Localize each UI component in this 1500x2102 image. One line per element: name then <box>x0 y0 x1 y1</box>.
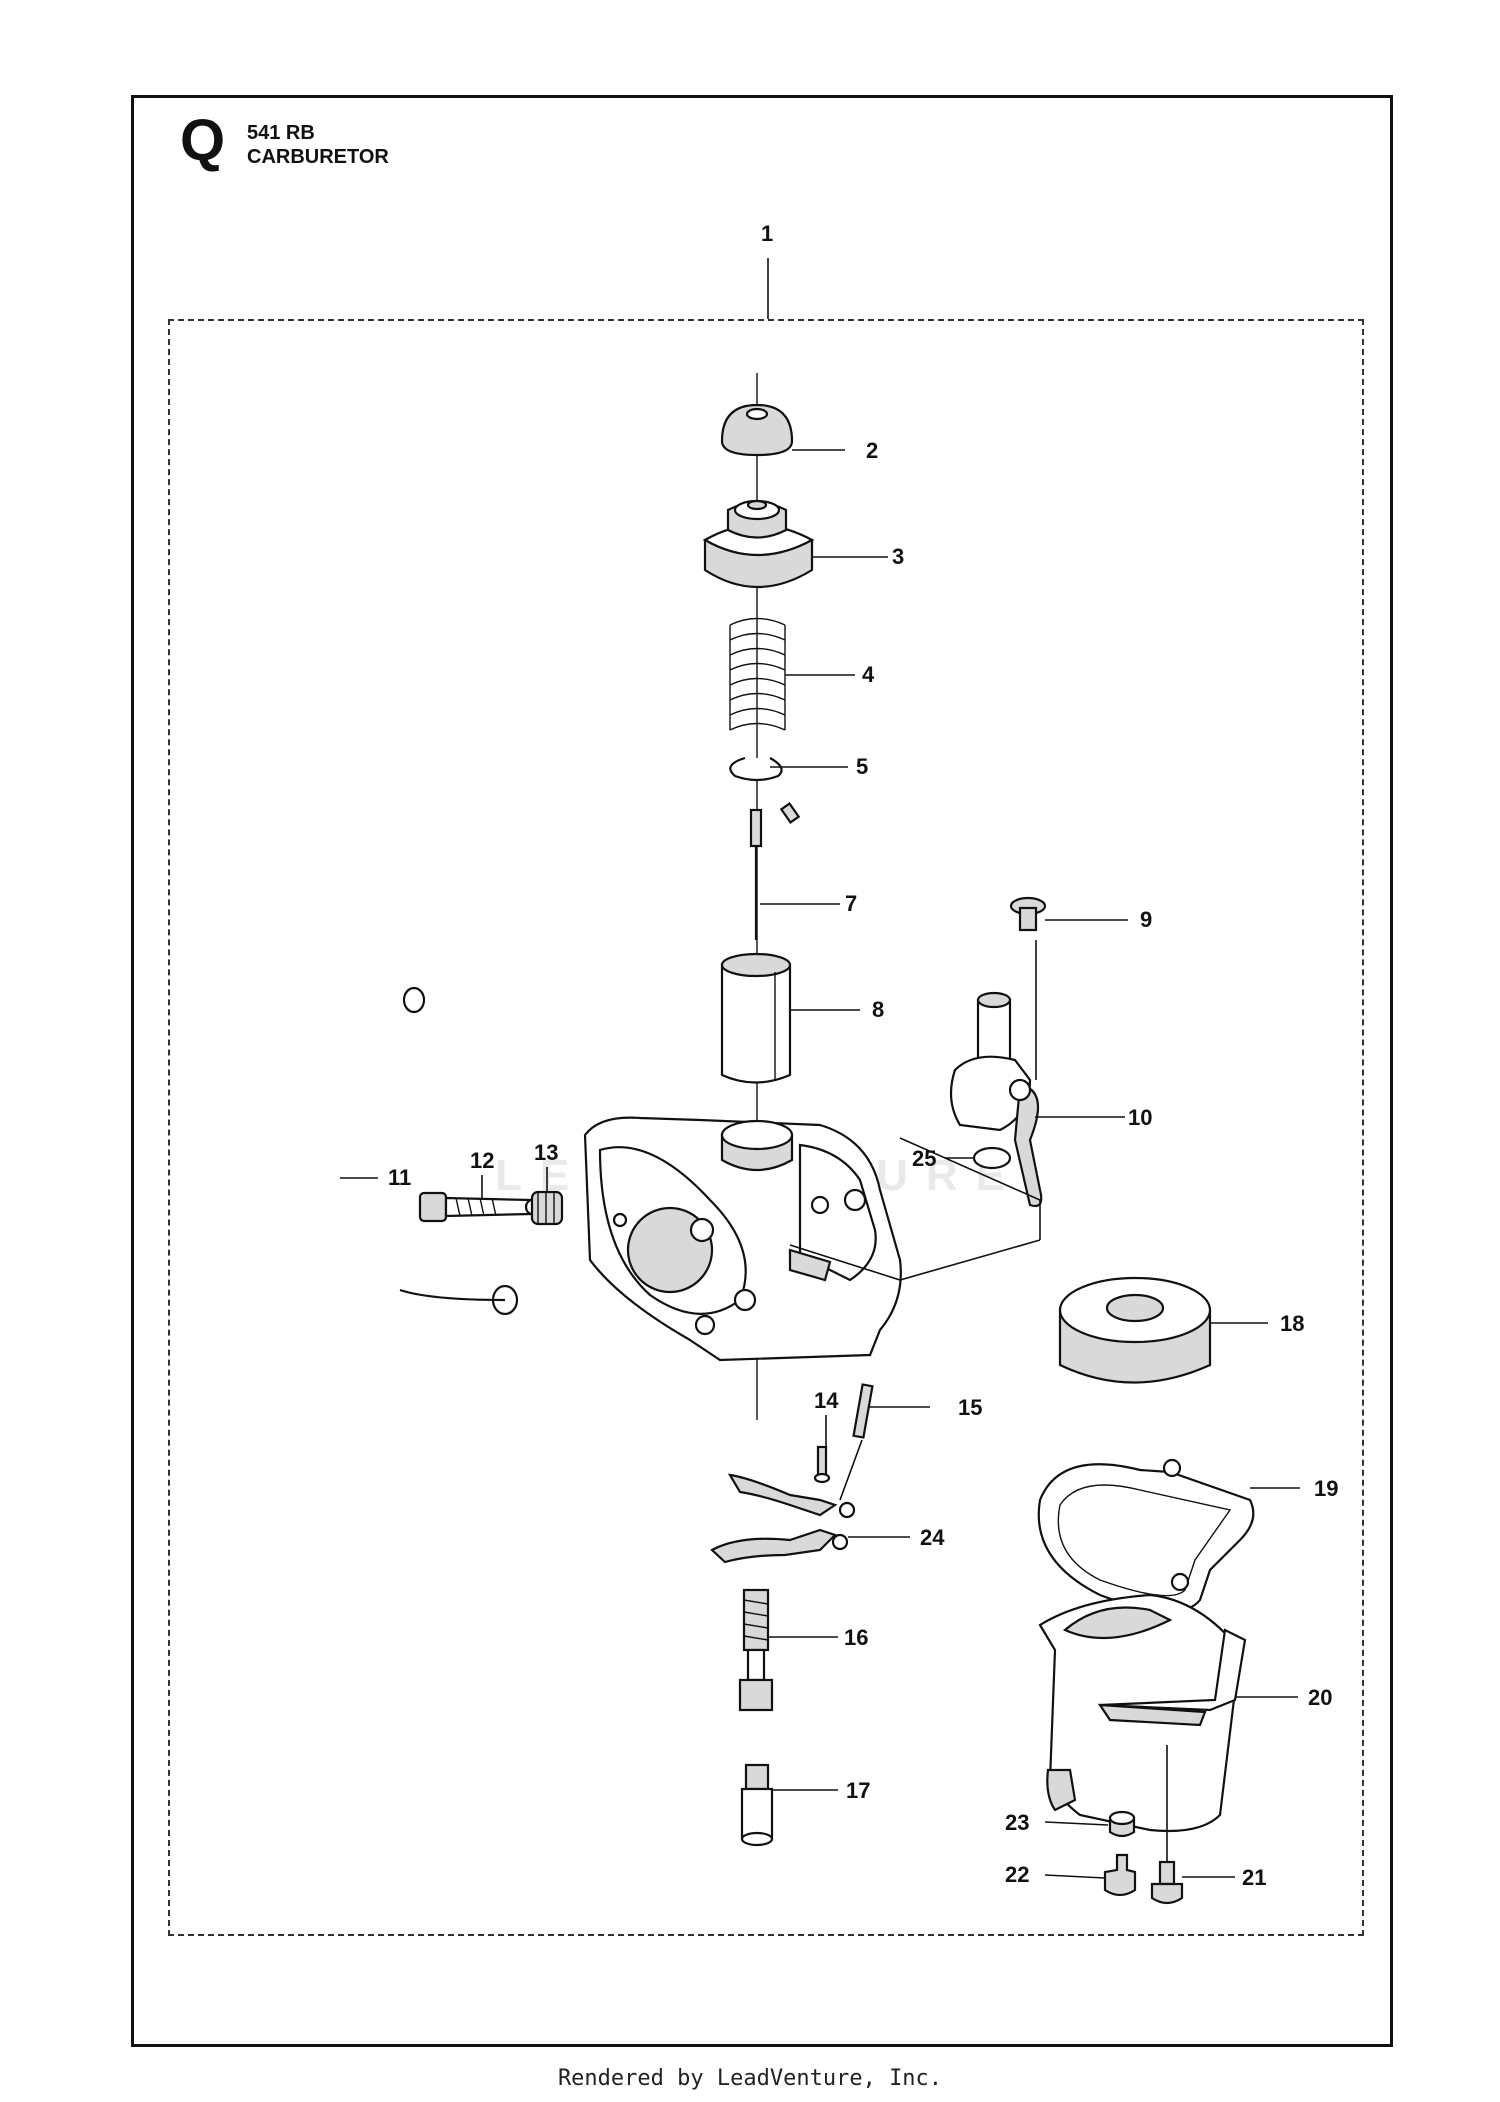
part-23-nut <box>1108 1810 1136 1838</box>
callout-19: 19 <box>1314 1476 1338 1501</box>
leader-23 <box>1044 1821 1109 1826</box>
part-24-lever <box>710 1473 856 1564</box>
leader-15-axis <box>839 1439 863 1501</box>
part-7-needle <box>749 808 763 940</box>
part-19-gasket <box>1037 1458 1255 1613</box>
section-letter: Q <box>180 108 226 173</box>
part-18-air-filter <box>1058 1276 1212 1384</box>
drawing-frame <box>131 95 1393 2047</box>
part-21-screw <box>1150 1860 1184 1905</box>
callout-13: 13 <box>534 1140 558 1165</box>
part-15-pin <box>852 1383 874 1439</box>
callout-10: 10 <box>1128 1105 1152 1130</box>
callout-11: 11 <box>388 1165 411 1190</box>
callout-2: 2 <box>866 438 878 463</box>
part-5-clip <box>729 756 783 782</box>
callout-24: 24 <box>920 1525 945 1550</box>
diagram-title: CARBURETOR <box>247 146 389 168</box>
part-9-screw <box>1009 896 1047 932</box>
part-3-nut <box>702 499 815 588</box>
part-10-choke-lever <box>949 991 1043 1208</box>
part-12-adjust-screw <box>418 1191 540 1223</box>
callout-15: 15 <box>958 1395 982 1420</box>
part-22-screw <box>1103 1853 1137 1897</box>
callout-23: 23 <box>1005 1810 1029 1835</box>
callout-9: 9 <box>1140 907 1152 932</box>
callout-1: 1 <box>761 221 773 246</box>
callout-17: 17 <box>846 1778 870 1803</box>
part-2-cap <box>720 403 794 457</box>
part-13-spring <box>530 1190 564 1226</box>
callout-8: 8 <box>872 997 884 1022</box>
assembly-boundary <box>168 319 1364 1936</box>
callout-4: 4 <box>862 662 875 687</box>
part-20-filter-cover <box>1038 1593 1247 1833</box>
callout-21: 21 <box>1242 1865 1266 1890</box>
part-17-jet <box>740 1763 774 1847</box>
callout-16: 16 <box>844 1625 868 1650</box>
callout-18: 18 <box>1280 1311 1304 1336</box>
callout-5: 5 <box>856 754 868 779</box>
part-8-throttle-slide <box>720 952 792 1084</box>
part-14-screw <box>813 1445 831 1484</box>
carburetor-body <box>583 1116 902 1362</box>
callout-3: 3 <box>892 544 904 569</box>
callout-25: 25 <box>912 1146 936 1171</box>
part-16-needle-valve <box>738 1588 774 1712</box>
callout-14: 14 <box>814 1388 839 1413</box>
callout-7: 7 <box>845 891 857 916</box>
part-4-spring <box>729 617 786 731</box>
part-25-o-ring <box>972 1146 1012 1170</box>
leader-22 <box>1044 1874 1106 1879</box>
callout-22: 22 <box>1005 1862 1029 1887</box>
footer-credit: Rendered by LeadVenture, Inc. <box>557 2066 943 2091</box>
model-label: 541 RB <box>247 122 315 144</box>
retaining-pin <box>779 802 801 824</box>
callout-20: 20 <box>1308 1685 1332 1710</box>
callout-12: 12 <box>470 1148 494 1173</box>
part-11-fuel-hose <box>272 946 519 1316</box>
